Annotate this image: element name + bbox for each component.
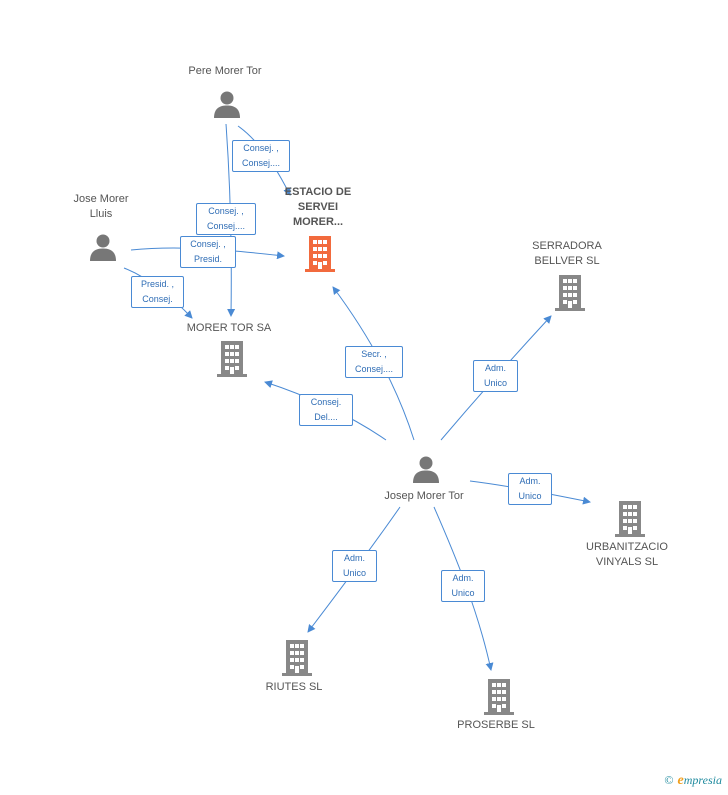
- building-icon-riutes[interactable]: [282, 640, 312, 676]
- node-label-riutes[interactable]: RIUTES SL: [265, 681, 323, 693]
- building-icon-estacio[interactable]: [305, 236, 335, 272]
- node-label-proserbe[interactable]: PROSERBE SL: [457, 719, 535, 731]
- brand-initial: e: [677, 773, 684, 788]
- person-icon-jose-morer-lluis[interactable]: [90, 234, 116, 262]
- node-label-urbanitzacio[interactable]: URBANITZACIO VINYALS SL: [586, 541, 668, 568]
- edge-label-josep-estacio: Secr. , Consej....: [345, 346, 403, 378]
- node-label-josep-morer-tor[interactable]: Josep Morer Tor: [384, 490, 464, 502]
- node-label-estacio[interactable]: ESTACIO DE SERVEI MORER...: [284, 186, 352, 228]
- edge-label-josep-serradora: Adm. Unico: [473, 360, 518, 392]
- edge-label-josep-riutes: Adm. Unico: [332, 550, 377, 582]
- brand-logo[interactable]: ©empresia: [664, 773, 722, 789]
- brand-name: mpresia: [683, 773, 722, 787]
- edge-label-josep-urbanitzacio: Adm. Unico: [508, 473, 552, 505]
- person-icon-josep-morer-tor[interactable]: [413, 456, 439, 484]
- person-icon-pere-morer-tor[interactable]: [214, 91, 240, 119]
- edge-label-jose-morer-tor: Presid. , Consej.: [131, 276, 184, 308]
- building-icon-urbanitzacio[interactable]: [615, 501, 645, 537]
- edge-label-josep-proserbe: Adm. Unico: [441, 570, 485, 602]
- edge-label-pere-estacio: Consej. , Consej....: [232, 140, 290, 172]
- building-icon-morer-tor-sa[interactable]: [217, 341, 247, 377]
- building-icon-proserbe[interactable]: [484, 679, 514, 715]
- node-label-morer-tor-sa[interactable]: MORER TOR SA: [186, 322, 272, 334]
- node-label-pere-morer-tor[interactable]: Pere Morer Tor: [188, 65, 262, 77]
- building-icon-serradora[interactable]: [555, 275, 585, 311]
- edge-label-pere-morer-tor: Consej. , Consej....: [196, 203, 256, 235]
- edge-label-josep-morer-tor: Consej. Del....: [299, 394, 353, 426]
- edge-label-jose-estacio: Consej. , Presid.: [180, 236, 236, 268]
- node-label-jose-morer-lluis[interactable]: Jose Morer Lluis: [73, 193, 129, 220]
- copyright-icon: ©: [664, 773, 674, 787]
- node-label-serradora[interactable]: SERRADORA BELLVER SL: [532, 240, 602, 267]
